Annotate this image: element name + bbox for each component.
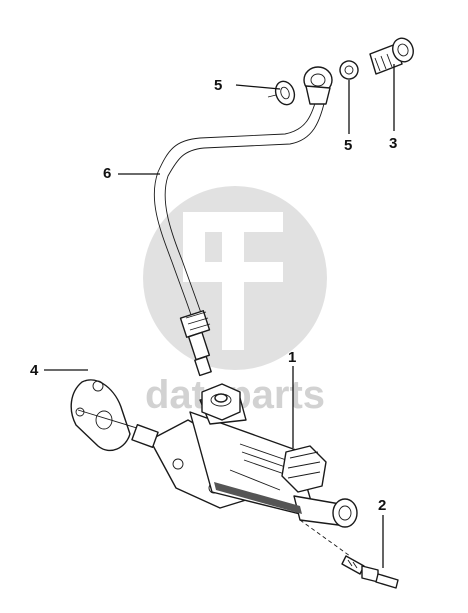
svg-text:2: 2 (378, 497, 386, 514)
pump-inlet-nut (201, 383, 241, 421)
svg-text:6: 6 (103, 165, 111, 182)
banjo-fitting (303, 66, 333, 105)
washer-right (339, 60, 359, 80)
washer-left (267, 80, 296, 106)
svg-text:5: 5 (214, 77, 222, 94)
svg-text:5: 5 (344, 137, 352, 154)
svg-text:3: 3 (389, 135, 397, 152)
bleed-screw (299, 519, 399, 589)
callout-3: 3 (389, 64, 397, 152)
pipe-lower-fitting (179, 310, 212, 377)
gasket (70, 379, 151, 452)
callout-1: 1 (288, 349, 296, 448)
callout-5-left: 5 (214, 77, 281, 94)
pump-plunger (293, 495, 358, 528)
fuel-pipe (153, 91, 327, 377)
callout-6: 6 (103, 165, 160, 182)
watermark-logo (143, 186, 327, 370)
callout-4: 4 (30, 362, 88, 379)
callout-2: 2 (378, 497, 386, 568)
svg-text:1: 1 (288, 349, 296, 366)
svg-text:4: 4 (30, 362, 39, 379)
banjo-bolt (369, 37, 414, 75)
callout-5-right: 5 (344, 80, 352, 154)
fuel-pump (131, 383, 358, 528)
pump-side-nut (281, 445, 327, 493)
